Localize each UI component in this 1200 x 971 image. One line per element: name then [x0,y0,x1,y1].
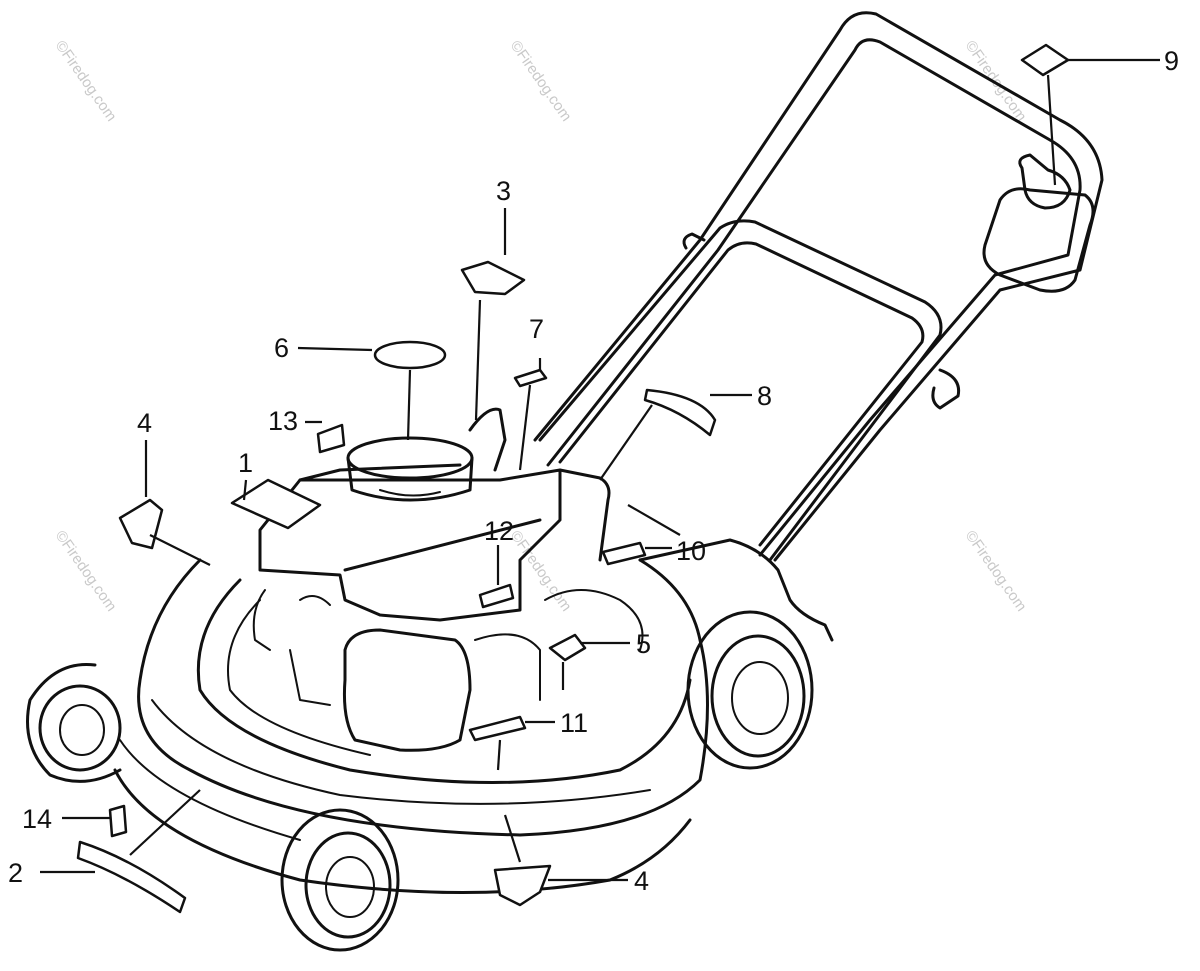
leader-11b [496,739,502,771]
rear-deck-cover [638,538,834,642]
leader-6 [297,346,373,352]
decal-10 [601,541,647,566]
decal-14 [108,804,128,838]
watermark-2: ©Firedog.com [507,38,575,125]
leader-4-lower-b [503,814,522,863]
watermark-4: ©Firedog.com [52,528,120,615]
decal-9 [1020,43,1070,77]
rear-right-wheel [686,610,814,770]
decal-3 [460,260,526,296]
decals [76,43,1070,914]
leader-9b [1046,74,1057,186]
callout-5: 5 [636,629,651,659]
lower-handle-frame [538,219,943,562]
watermark-6: ©Firedog.com [962,528,1030,615]
callout-14: 14 [22,804,52,834]
throttle-lever [1018,153,1072,210]
callout-7: 7 [529,314,544,344]
callout-8: 8 [757,381,772,411]
watermark-3: ©Firedog.com [962,38,1030,125]
engine [252,407,644,752]
leader-3b [474,299,482,421]
leader-8b [599,404,653,481]
handle-inner [546,38,1082,557]
decal-2 [76,840,187,914]
leader-10b [627,504,681,536]
throttle-control [982,187,1095,293]
decal-11 [468,715,527,742]
callout-3: 3 [496,176,511,206]
watermark-1: ©Firedog.com [52,38,120,125]
deck-skirt [113,768,692,894]
deck-rim [151,699,651,805]
front-left-wheel [26,662,122,783]
decal-1 [230,478,322,530]
rear-discharge [558,468,611,562]
front-right-wheel [280,808,400,952]
callout-11: 11 [560,708,588,738]
handle-knob-left [682,232,706,250]
callout-2: 2 [8,858,23,888]
callout-12: 12 [484,516,514,546]
deck-outer [137,558,709,837]
handle-outer [533,11,1104,562]
decal-7 [513,368,548,388]
handle-knob-right [931,368,961,410]
deck-front-edge [119,739,301,841]
decal-5 [548,633,587,662]
decal-6 [373,340,447,370]
callout-labels: 1 2 3 4 4 5 6 7 8 9 10 11 12 13 14 [8,46,1179,896]
leader-lines [40,58,1160,882]
callout-9: 9 [1164,46,1179,76]
leader-2b [129,789,201,856]
leader-6b [406,369,412,441]
deck-inner [196,578,692,784]
leader-1 [242,479,248,501]
deck-groove [227,599,371,756]
muffler [343,628,472,752]
callout-10: 10 [676,536,706,566]
leader-4-upper-b [149,534,211,566]
callout-1: 1 [238,448,253,478]
callout-4-lower: 4 [634,866,649,896]
decal-12 [478,583,515,609]
callout-6: 6 [274,333,289,363]
callout-13: 13 [268,406,298,436]
lower-handle-frame-inner [558,241,925,547]
mower-illustration [26,11,1104,952]
decal-4-upper [118,498,164,550]
leader-7b [518,384,532,471]
decal-4-lower [493,864,552,907]
decal-8 [643,388,717,437]
callout-4-upper: 4 [137,408,152,438]
decal-13 [316,423,346,454]
